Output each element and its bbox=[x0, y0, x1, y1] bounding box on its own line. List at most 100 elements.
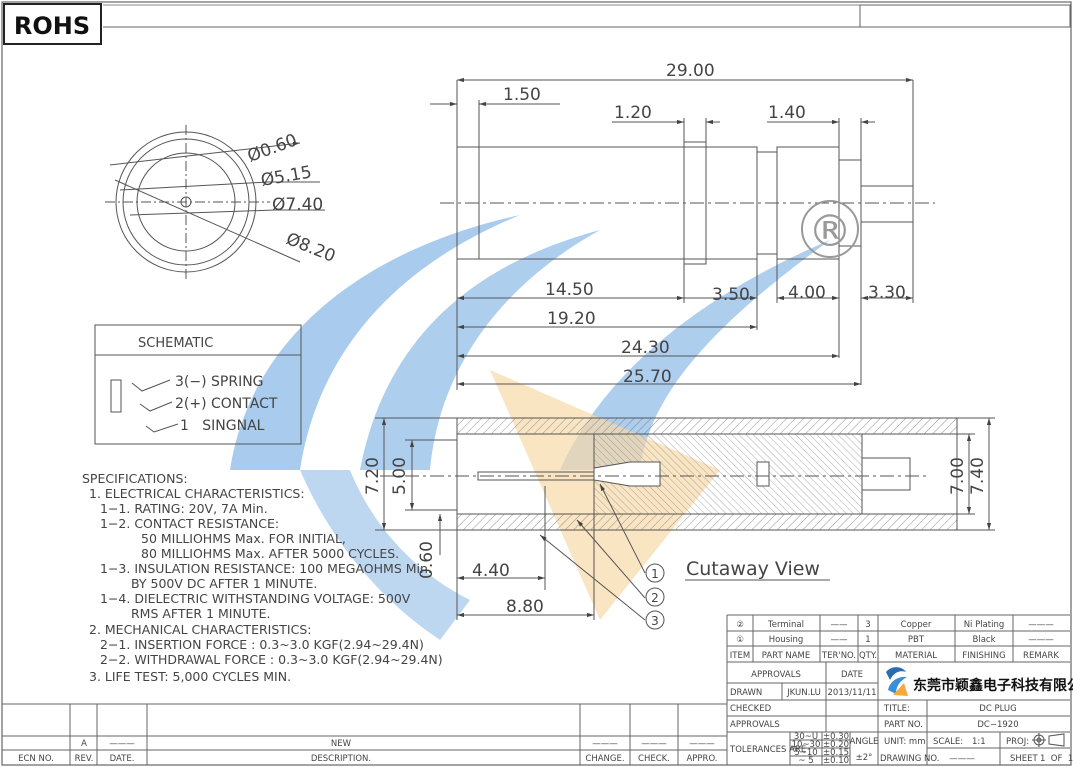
company-name: 东莞市颖鑫电子科技有限公司 bbox=[913, 677, 1073, 694]
callout-2: 2 bbox=[651, 591, 659, 605]
part-value: DC−1920 bbox=[977, 720, 1018, 730]
scale-label: SCALE: bbox=[933, 737, 963, 747]
drawing-no-value: ——— bbox=[949, 754, 975, 764]
approvals-header: APPROVALS bbox=[751, 670, 801, 680]
angle-label: ANGLE bbox=[850, 737, 879, 747]
title-block-grid bbox=[727, 614, 1070, 765]
bom-header-item: ITEM bbox=[730, 651, 750, 661]
rev-dash-date: ——— bbox=[109, 739, 135, 749]
bom-header-name: PART NAME bbox=[762, 651, 810, 661]
drawn-date: 2013/11/11 bbox=[828, 688, 877, 698]
bom-finishing: Ni Plating bbox=[964, 620, 1005, 630]
rev-new: NEW bbox=[331, 739, 352, 749]
schematic-pin-2: 2(+) CONTACT bbox=[175, 396, 278, 412]
title-value: DC PLUG bbox=[979, 704, 1016, 714]
tol-value: ±0.10 bbox=[823, 756, 849, 766]
rohs-label: ROHS bbox=[14, 12, 90, 40]
spec-line: 1−4. DIELECTRIC WITHSTANDING VOLTAGE: 50… bbox=[100, 591, 411, 606]
sheet-value: 1 OF 1 bbox=[1040, 754, 1073, 764]
checked-label: CHECKED bbox=[730, 704, 772, 714]
rev-header-check: CHECK. bbox=[638, 754, 670, 764]
bom-header-material: MATERIAL bbox=[895, 651, 937, 661]
callout-1: 1 bbox=[651, 567, 659, 581]
schematic-pin-3: 3(−) SPRING bbox=[175, 374, 264, 390]
revision-block bbox=[2, 615, 728, 765]
spec-line: 1−3. INSULATION RESISTANCE: 100 MEGAOHMS… bbox=[100, 561, 432, 576]
bom-remark: ——— bbox=[1028, 620, 1054, 630]
tol-value: ±0.20 bbox=[823, 740, 849, 750]
schematic-pin-1: 1 SINGNAL bbox=[180, 418, 265, 434]
sheet-label: SHEET bbox=[1010, 754, 1039, 764]
title-block: APPROVALS DATE DRAWN JKUN.LU 2013/11/11 … bbox=[729, 667, 1073, 766]
registered-mark: ® bbox=[808, 206, 852, 257]
dim-140: 1.40 bbox=[768, 103, 806, 123]
schematic-title: SCHEMATIC bbox=[138, 336, 213, 351]
drawn-by: JKUN.LU bbox=[786, 688, 821, 698]
dim-700: 7.00 bbox=[948, 457, 968, 495]
rev-header-change: CHANGE. bbox=[585, 754, 624, 764]
spec-line: BY 500V DC AFTER 1 MINUTE. bbox=[131, 576, 317, 591]
registered-circle bbox=[801, 200, 859, 258]
bom-ter: —— bbox=[831, 635, 849, 645]
dim-880: 8.80 bbox=[506, 597, 544, 617]
rev-dash-check: ——— bbox=[641, 739, 667, 749]
spec-line: RMS AFTER 1 MINUTE. bbox=[131, 606, 271, 621]
angle-value: ±2° bbox=[856, 753, 873, 763]
dim-500: 5.00 bbox=[390, 457, 410, 495]
rev-dash-appro: ——— bbox=[689, 739, 715, 749]
unit-label: UNIT: mm bbox=[884, 737, 925, 747]
bom-header-finishing: FINISHING bbox=[962, 651, 1006, 661]
bom-material: Copper bbox=[901, 620, 932, 630]
tol-range: 30~U bbox=[794, 732, 818, 742]
schematic-box bbox=[94, 324, 302, 445]
part-label: PART NO. bbox=[884, 720, 923, 730]
dim-060: 0.60 bbox=[417, 541, 437, 579]
bom-qty: 1 bbox=[865, 635, 870, 645]
spec-line: 80 MILLIOHMS Max. AFTER 5000 CYCLES. bbox=[141, 546, 399, 561]
dim-d740: Ø7.40 bbox=[272, 195, 323, 215]
end-view bbox=[105, 125, 325, 280]
rev-header-rev: REV. bbox=[75, 754, 94, 764]
tol-range: 5~10 bbox=[794, 748, 817, 758]
specifications: SPECIFICATIONS: 1. ELECTRICAL CHARACTERI… bbox=[82, 471, 443, 684]
title-label: TITLE: bbox=[883, 704, 910, 714]
dim-350: 3.50 bbox=[712, 285, 750, 305]
spec-line: 50 MILLIOHMS Max. FOR INITIAL, bbox=[141, 531, 346, 546]
projection-icon bbox=[1032, 733, 1065, 747]
scale-value: 1:1 bbox=[972, 737, 986, 747]
spec-line: 2−2. WITHDRAWAL FORCE : 0.3~3.0 KGF(2.94… bbox=[100, 652, 443, 667]
bom-header-ter: TER'NO. bbox=[821, 651, 856, 661]
spec-line: 2. MECHANICAL CHARACTERISTICS: bbox=[89, 622, 311, 637]
top-right-box bbox=[859, 4, 1071, 28]
tol-range: ~ 5 bbox=[798, 756, 813, 766]
dim-2570: 25.70 bbox=[623, 367, 672, 387]
dim-d060: Ø0.60 bbox=[245, 130, 300, 166]
spec-line: 1. ELECTRICAL CHARACTERISTICS: bbox=[89, 486, 305, 501]
plug-side-view bbox=[430, 77, 935, 390]
spec-line: 2−1. INSERTION FORCE : 0.3~3.0 KGF(2.94~… bbox=[100, 637, 424, 652]
cutaway-label: Cutaway View bbox=[686, 558, 820, 580]
rohs-box bbox=[3, 3, 102, 45]
spec-line: 1−2. CONTACT RESISTANCE: bbox=[100, 516, 279, 531]
dim-1450: 14.50 bbox=[545, 280, 594, 300]
dim-400: 4.00 bbox=[788, 283, 826, 303]
drawn-label: DRAWN bbox=[730, 688, 762, 698]
bom-ter: —— bbox=[831, 620, 849, 630]
spec-line: 1−1. RATING: 20V, 7A Min. bbox=[100, 501, 268, 516]
dim-740: 7.40 bbox=[968, 457, 988, 495]
bom-qty: 3 bbox=[865, 620, 870, 630]
revision-texts: A ——— NEW ——— ——— ——— ECN NO. REV. DATE.… bbox=[18, 739, 717, 764]
tol-value: ±0.30 bbox=[823, 732, 849, 742]
dim-150: 1.50 bbox=[503, 85, 541, 105]
drawing-no-label: DRAWING NO. bbox=[880, 754, 939, 764]
bom-header-remark: REMARK bbox=[1023, 651, 1059, 661]
approvals-label: APPROVALS bbox=[730, 720, 780, 730]
tol-value: ±0.15 bbox=[823, 748, 849, 758]
bom-table: ② Terminal —— 3 Copper Ni Plating ——— ① … bbox=[730, 620, 1060, 661]
spec-line: 3. LIFE TEST: 5,000 CYCLES MIN. bbox=[89, 669, 291, 684]
dim-330: 3.30 bbox=[868, 283, 906, 303]
bom-remark: ——— bbox=[1028, 635, 1054, 645]
bom-item: ② bbox=[736, 620, 744, 630]
spec-line: SPECIFICATIONS: bbox=[82, 471, 188, 486]
